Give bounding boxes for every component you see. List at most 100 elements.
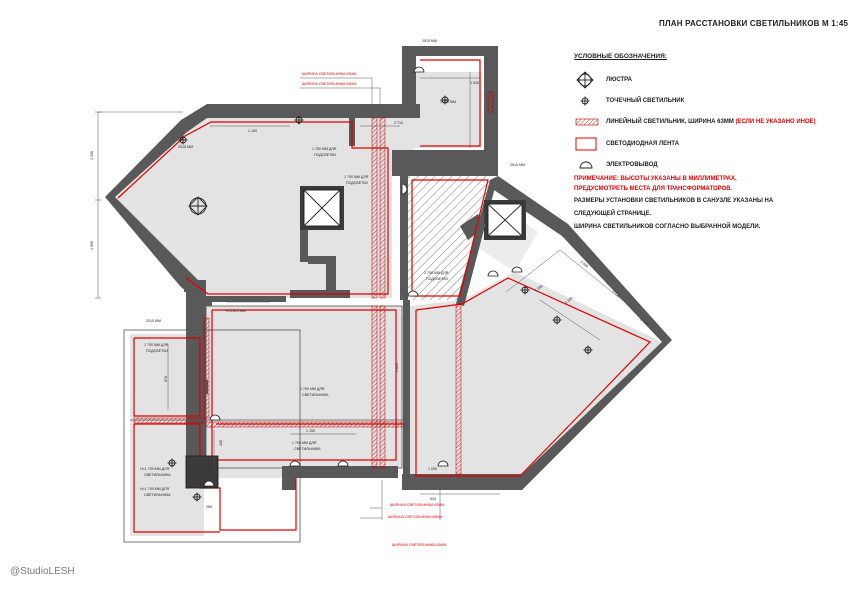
power-outlet-icon <box>413 66 425 73</box>
kitchen-floor <box>410 272 662 480</box>
wall-entry <box>460 214 486 240</box>
height-1700-a: 1 700 ММ ДЛЯ <box>312 147 337 151</box>
led-hall-low-2 <box>133 424 220 533</box>
linear-light-7 <box>487 91 494 113</box>
legend-label-spotlight: ТОЧЕЧНЫЙ СВЕТИЛЬНИК <box>606 98 685 104</box>
height-2515-mid: Н=2515 ММ <box>226 309 246 313</box>
linear-light-6 <box>133 417 207 424</box>
hall-height-1700: 1 700 ММ ДЛЯ <box>144 343 169 347</box>
legend-label-linear-text: ЛИНЕЙНЫЙ СВЕТИЛЬНИК, ШИРИНА 63ММ <box>606 119 734 125</box>
power-outlet-icon <box>203 480 215 487</box>
dim-430: 430 <box>219 440 223 446</box>
hall-floor <box>130 334 204 536</box>
plan-title: ПЛАН РАССТАНОВКИ СВЕТИЛЬНИКОВ М 1:45 <box>659 19 848 28</box>
power-outlet-icon <box>289 460 301 467</box>
legend-label-led: СВЕТОДИОДНАЯ ЛЕНТА <box>606 141 680 147</box>
dim-1140: 1 140 <box>564 296 574 305</box>
legend-label-linear-extra: (ЕСЛИ НЕ УКАЗАНО ИНОЕ) <box>735 119 816 125</box>
dim-1000-b: 1 000 <box>428 467 437 471</box>
spotlights <box>167 95 593 502</box>
left-height-1700c: Н=1 700 ММ ДЛЯ <box>140 487 169 491</box>
wall-right-outer <box>494 176 672 490</box>
led-storage <box>420 59 481 147</box>
led-living <box>211 309 397 461</box>
dim-2710: 2 710 <box>394 121 403 125</box>
power-outlet-icon <box>401 183 408 195</box>
storage-floor <box>414 72 482 148</box>
corr-height-1700b: СВЕТИЛЬНИКА <box>294 447 321 451</box>
top-height-label: 2515 ММ <box>422 39 437 43</box>
chandeliers <box>185 189 523 489</box>
height-1700-a2: ПОДСВЕТКИ <box>314 153 336 157</box>
dim-1150: 1 150 <box>248 129 257 133</box>
spotlight-icon <box>440 95 450 105</box>
power-outlet-icon <box>487 270 499 277</box>
linear-light-9 <box>203 317 210 419</box>
spotlight-icon <box>167 458 177 468</box>
spotlight-icon <box>583 345 593 355</box>
dimension-lines <box>95 72 663 520</box>
led-bedroom <box>117 121 389 295</box>
living-height-1700: 1 700 ММ ДЛЯ <box>300 387 325 391</box>
linear-light-4 <box>379 305 386 469</box>
legend-power-outlet-icon <box>579 161 593 169</box>
dim-930: 930 <box>430 497 436 501</box>
dim-260: 260 <box>206 505 212 509</box>
wall-living-bottom <box>282 466 398 478</box>
legend-label-linear: ЛИНЕЙНЫЙ СВЕТИЛЬНИК, ШИРИНА 63ММ (ЕСЛИ Н… <box>606 119 816 125</box>
left-height-1700b: СВЕТИЛЬНИКА <box>144 473 171 477</box>
wall-closet-2 <box>300 230 308 262</box>
wall-storage-bottom <box>392 150 496 176</box>
power-outlet-icon <box>511 266 523 273</box>
wall-living-bottom-2 <box>282 466 296 490</box>
width-note-2: ШИРИНА СВЕТИЛЬНИКА 63ММ <box>302 82 356 86</box>
dim-1900: 1 900 <box>90 241 94 250</box>
wall-kitchen-bottom <box>402 474 522 490</box>
floor-areas <box>112 72 662 536</box>
dim-1000: 1 000 <box>579 260 588 269</box>
dim-670: 670 <box>164 376 168 382</box>
legend-label-outlet: ЭЛЕКТРОВЫВОД <box>606 162 658 168</box>
led-kitchen <box>415 277 652 477</box>
dim-1196: 1 196 <box>90 151 94 160</box>
hall-height-1700b: ПОДСВЕТКИ <box>146 349 168 353</box>
wall-top-left <box>105 104 390 197</box>
width-note-1: ШИРИНА СВЕТИЛЬНИКА 63ММ <box>302 72 356 76</box>
left-height-label: 2515 ММ <box>178 145 193 149</box>
dim-1150-b: 1 150 <box>306 429 315 433</box>
linear-light-5 <box>205 421 403 428</box>
corr-height-1700: 1 700 ММ ДЛЯ <box>292 441 317 445</box>
spotlight-icon <box>552 315 562 325</box>
legend-heading: УСЛОВНЫЕ ОБОЗНАЧЕНИЯ: <box>574 53 667 60</box>
dim-2770: 2 770 <box>639 318 648 327</box>
legend-linear-light-icon <box>575 118 599 126</box>
linear-light-8 <box>455 305 462 475</box>
wall-closet-3 <box>308 256 336 264</box>
wall-hall-left <box>186 288 206 478</box>
wall-storage-top <box>402 46 492 56</box>
led-hall-low <box>134 423 297 531</box>
wall-closet-4 <box>326 256 336 298</box>
led-bathroom <box>411 179 489 297</box>
height-1700-b: 1 700 ММ ДЛЯ <box>344 175 369 179</box>
spotlight-icon <box>520 285 530 295</box>
legend-spotlight-icon <box>580 96 590 106</box>
left-height-1700d: СВЕТИЛЬНИКА <box>144 493 171 497</box>
wall-bedroom-div <box>204 296 212 306</box>
bottom-note-3: ШИРИНА СВЕТИЛЬНИКА 63ММ <box>392 543 446 547</box>
linear-lights <box>133 91 494 475</box>
height-1700-d: 1 700 ММ ДЛЯ <box>424 271 449 275</box>
wall-center-vertical <box>400 160 408 300</box>
linear-light-1 <box>371 117 378 299</box>
note-red-1: ПРИМЕЧАНИЕ: ВЫСОТЫ УКАЗАНЫ В МИЛЛИМЕТРАХ… <box>574 176 737 182</box>
power-outlet-icon <box>407 290 419 297</box>
legend-led-strip-icon <box>575 137 597 151</box>
dim-1120: 1 120 <box>611 290 620 299</box>
dim-1200: 1 200 <box>534 284 544 293</box>
height-1700-d2: ПОДСВЕТКИ <box>426 277 448 281</box>
hall-height-2515: 2515 ММ <box>146 319 161 323</box>
left-height-1700: Н=1 700 ММ ДЛЯ <box>140 467 169 471</box>
chandelier-icon <box>188 196 208 216</box>
height-1700-b2: ПОДСВЕТКИ <box>346 181 368 185</box>
